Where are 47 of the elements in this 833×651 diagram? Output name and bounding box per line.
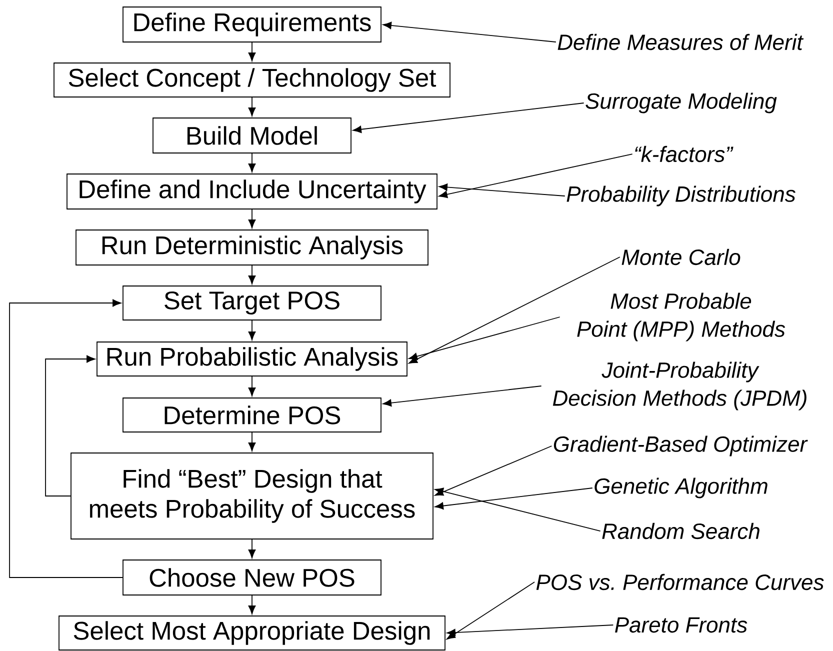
arrow xyxy=(248,320,256,340)
method-label: Most Probable Point (MPP) Methods xyxy=(577,292,786,342)
annotation-arrow xyxy=(408,256,620,364)
arrow xyxy=(248,432,256,452)
annotation-arrow xyxy=(408,316,560,360)
method-label: Pareto Fronts xyxy=(615,617,748,633)
process-box: Select Most Appropriate Design xyxy=(58,616,446,650)
method-label: Surrogate Modeling xyxy=(586,92,777,114)
arrow xyxy=(248,42,256,62)
process-box: Determine POS xyxy=(122,398,382,432)
arrow xyxy=(248,539,256,558)
method-label: Gradient-Based Optimizer xyxy=(554,436,808,456)
annotation-arrow xyxy=(434,488,593,510)
annotation-arrow xyxy=(382,386,542,407)
arrow xyxy=(248,153,256,172)
feedback-arrow xyxy=(45,355,96,496)
annotation-arrow xyxy=(438,154,633,198)
method-label: Genetic Algorithm xyxy=(594,478,768,498)
process-box: Build Model xyxy=(152,118,352,154)
annotation-arrow xyxy=(446,582,535,640)
arrow xyxy=(248,595,256,614)
method-label: Define Measures of Merit xyxy=(558,34,804,50)
method-label: Joint-Probability Decision Methods (JPDM) xyxy=(552,362,806,410)
method-label: Monte Carlo xyxy=(622,248,740,266)
process-box: Set Target POS xyxy=(122,286,382,320)
process-box: Choose New POS xyxy=(122,560,382,596)
process-box: Run Probabilistic Analysis xyxy=(96,342,408,376)
arrow xyxy=(248,265,256,284)
process-box: Select Concept / Technology Set xyxy=(54,62,450,98)
annotation-arrow xyxy=(382,22,556,42)
annotation-arrow xyxy=(434,446,552,496)
annotation-arrow xyxy=(434,488,601,532)
arrow xyxy=(248,97,256,116)
annotation-arrow xyxy=(446,624,614,636)
arrow xyxy=(248,376,256,396)
process-box: Find “Best” Design that meets Probability of Success xyxy=(70,452,434,540)
method-label: Probability Distributions xyxy=(566,186,796,206)
process-box: Run Deterministic Analysis xyxy=(76,230,428,266)
arrow xyxy=(248,209,256,228)
method-label: Random Search xyxy=(602,522,760,540)
feedback-arrow xyxy=(9,299,123,578)
process-box: Define and Include Uncertainty xyxy=(66,174,438,210)
annotation-arrow xyxy=(438,184,566,196)
method-label: POS vs. Performance Curves xyxy=(536,574,824,590)
method-label: “k-factors” xyxy=(635,146,734,162)
process-box: Define Requirements xyxy=(122,6,382,42)
annotation-arrow xyxy=(352,102,584,133)
